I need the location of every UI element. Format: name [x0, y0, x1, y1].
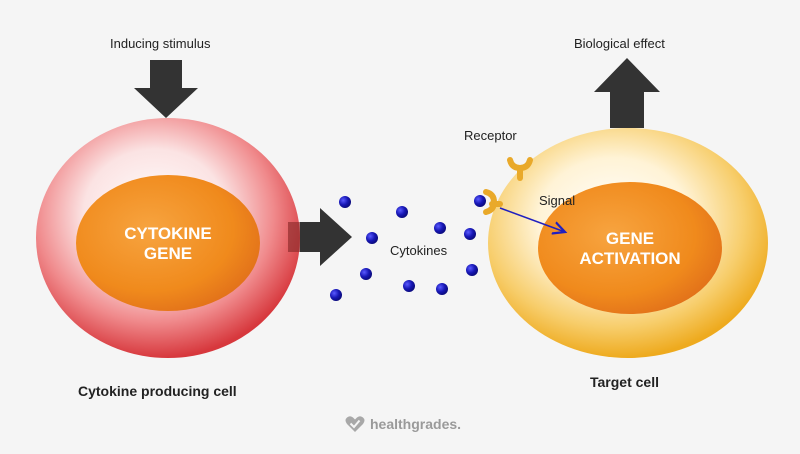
- gene-activation-line1: GENE: [605, 229, 655, 248]
- cytokine-dot: [396, 206, 408, 218]
- biological-effect-arrow: [594, 58, 660, 128]
- target-cell-caption: Target cell: [590, 374, 659, 390]
- signal-label: Signal: [539, 193, 576, 208]
- gene-activation-nucleus: [538, 182, 722, 314]
- cytokine-dot: [403, 280, 415, 292]
- cytokine-dot: [434, 222, 446, 234]
- cytokine-gene-text: CYTOKINE GENE: [98, 224, 238, 264]
- cytokine-gene-line1: CYTOKINE: [124, 224, 212, 243]
- secretion-arrow: [300, 208, 352, 266]
- signal-arrow: [499, 207, 565, 232]
- gene-activation-text: GENE ACTIVATION: [555, 229, 705, 269]
- cytokine-producing-cell-caption: Cytokine producing cell: [78, 383, 237, 399]
- receptor-bound: [483, 189, 503, 215]
- cytokine-dot: [366, 232, 378, 244]
- inducing-stimulus-label: Inducing stimulus: [110, 36, 211, 51]
- cytokines-label: Cytokines: [390, 243, 448, 258]
- cytokine-dot-bound: [474, 195, 486, 207]
- receptor-label: Receptor: [464, 128, 517, 143]
- cytokines-group: [330, 195, 486, 301]
- cytokine-gene-nucleus: [76, 175, 260, 311]
- biological-effect-label: Biological effect: [574, 36, 665, 51]
- gene-activation-line2: ACTIVATION: [579, 249, 681, 268]
- heart-check-icon: [345, 416, 365, 432]
- secretion-arrow-stem-shade: [288, 222, 300, 252]
- cytokine-dot: [464, 228, 476, 240]
- healthgrades-logo: healthgrades.: [345, 414, 461, 434]
- cytokine-dot: [436, 283, 448, 295]
- cytokine-gene-line2: GENE: [143, 244, 193, 263]
- cytokine-dot: [360, 268, 372, 280]
- receptor-top: [507, 157, 533, 181]
- cytokine-dot: [330, 289, 342, 301]
- cytokine-dot: [466, 264, 478, 276]
- brand-name: healthgrades.: [370, 416, 462, 432]
- inducing-stimulus-arrow: [134, 60, 198, 118]
- cytokine-dot: [339, 196, 351, 208]
